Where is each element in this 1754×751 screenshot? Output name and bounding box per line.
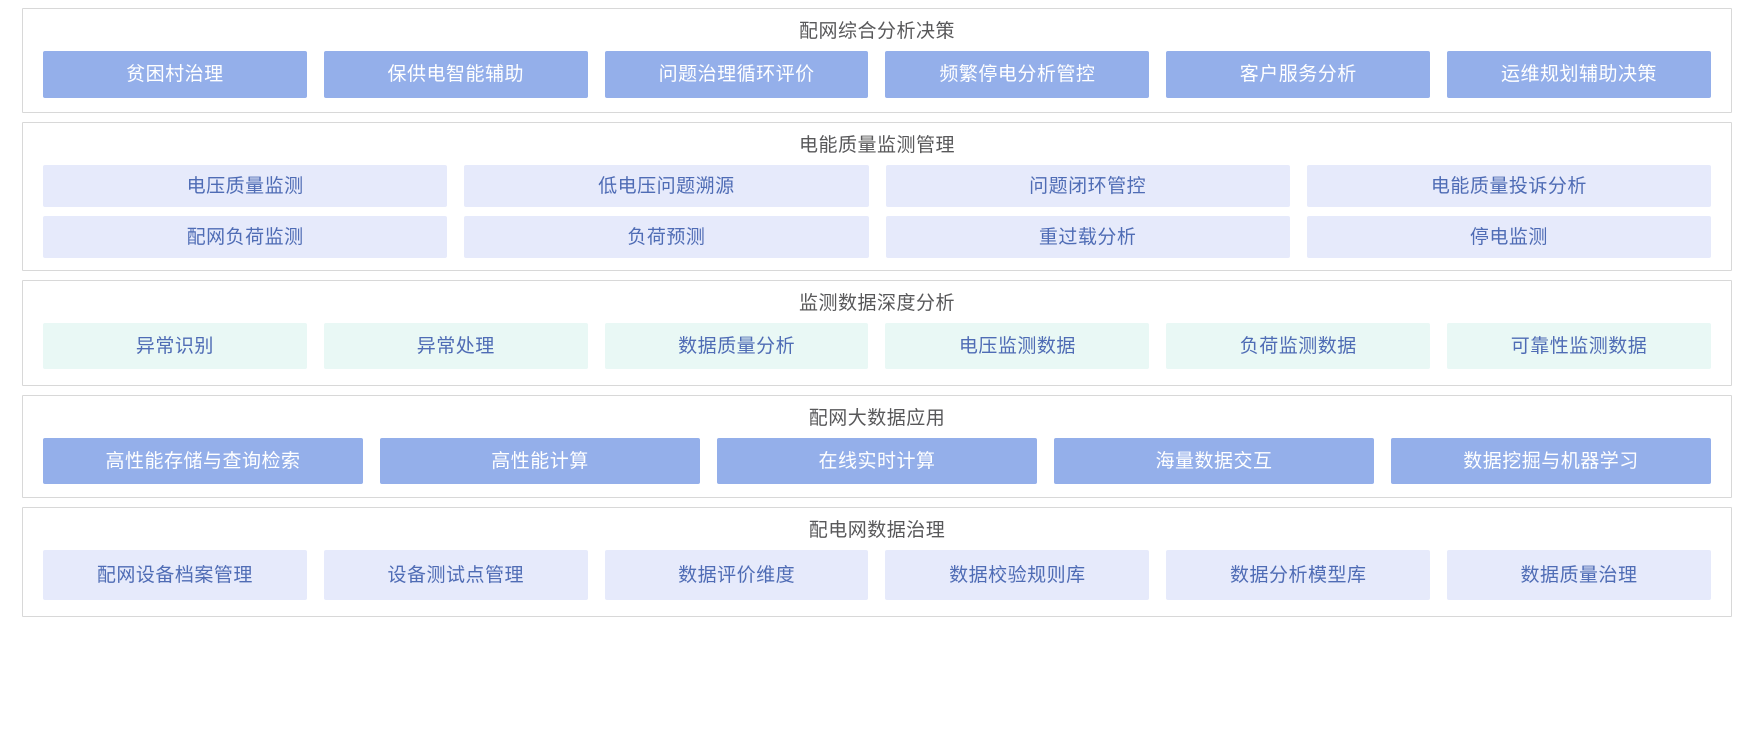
module-button[interactable]: 运维规划辅助决策 — [1447, 51, 1711, 98]
module-button[interactable]: 停电监测 — [1306, 216, 1711, 258]
module-button[interactable]: 数据挖掘与机器学习 — [1391, 438, 1711, 484]
section-title: 电能质量监测管理 — [798, 134, 955, 156]
module-button[interactable]: 问题闭环管控 — [885, 165, 1290, 207]
module-button[interactable]: 电压质量监测 — [43, 165, 448, 207]
module-button[interactable]: 保供电智能辅助 — [323, 51, 588, 98]
module-button[interactable]: 异常处理 — [323, 323, 588, 369]
section-panel: 配网综合分析决策贫困村治理保供电智能辅助问题治理循环评价频繁停电分析管控客户服务… — [22, 8, 1732, 113]
section-title: 配电网数据治理 — [808, 519, 946, 541]
module-button[interactable]: 问题治理循环评价 — [604, 51, 869, 98]
module-button[interactable]: 客户服务分析 — [1166, 51, 1431, 98]
section-items-row: 电压质量监测低电压问题溯源问题闭环管控电能质量投诉分析 — [43, 165, 1711, 207]
section-panel: 配网大数据应用高性能存储与查询检索高性能计算在线实时计算海量数据交互数据挖掘与机… — [22, 395, 1732, 498]
module-button[interactable]: 高性能计算 — [380, 438, 700, 484]
module-button[interactable]: 数据校验规则库 — [885, 550, 1150, 600]
section-title: 监测数据深度分析 — [798, 292, 955, 314]
module-button[interactable]: 电压监测数据 — [885, 323, 1150, 369]
module-button[interactable]: 海量数据交互 — [1054, 438, 1374, 484]
module-button[interactable]: 频繁停电分析管控 — [885, 51, 1150, 98]
module-button[interactable]: 重过载分析 — [885, 216, 1290, 258]
section-panel: 配电网数据治理配网设备档案管理设备测试点管理数据评价维度数据校验规则库数据分析模… — [22, 507, 1732, 617]
module-button[interactable]: 负荷监测数据 — [1166, 323, 1431, 369]
section-panel: 电能质量监测管理电压质量监测低电压问题溯源问题闭环管控电能质量投诉分析配网负荷监… — [22, 122, 1732, 271]
module-button[interactable]: 高性能存储与查询检索 — [43, 438, 363, 484]
module-button[interactable]: 数据分析模型库 — [1166, 550, 1431, 600]
module-button[interactable]: 负荷预测 — [464, 216, 869, 258]
section-items-row: 配网负荷监测负荷预测重过载分析停电监测 — [43, 216, 1711, 258]
module-button[interactable]: 在线实时计算 — [717, 438, 1037, 484]
section-title: 配网大数据应用 — [808, 407, 946, 429]
section-items-row: 高性能存储与查询检索高性能计算在线实时计算海量数据交互数据挖掘与机器学习 — [43, 438, 1711, 484]
section-items-row: 贫困村治理保供电智能辅助问题治理循环评价频繁停电分析管控客户服务分析运维规划辅助… — [43, 51, 1711, 98]
module-button[interactable]: 贫困村治理 — [43, 51, 307, 98]
section-panel: 监测数据深度分析异常识别异常处理数据质量分析电压监测数据负荷监测数据可靠性监测数… — [22, 280, 1732, 386]
section-items-row: 配网设备档案管理设备测试点管理数据评价维度数据校验规则库数据分析模型库数据质量治… — [43, 550, 1711, 600]
module-button[interactable]: 可靠性监测数据 — [1447, 323, 1711, 369]
module-button[interactable]: 配网负荷监测 — [43, 216, 448, 258]
module-button[interactable]: 数据质量分析 — [604, 323, 869, 369]
module-button[interactable]: 电能质量投诉分析 — [1306, 165, 1711, 207]
module-button[interactable]: 低电压问题溯源 — [464, 165, 869, 207]
module-button[interactable]: 异常识别 — [43, 323, 307, 369]
module-button[interactable]: 数据评价维度 — [604, 550, 869, 600]
module-button[interactable]: 配网设备档案管理 — [43, 550, 307, 600]
section-title: 配网综合分析决策 — [798, 20, 955, 42]
module-button[interactable]: 设备测试点管理 — [323, 550, 588, 600]
module-button[interactable]: 数据质量治理 — [1447, 550, 1711, 600]
section-items-row: 异常识别异常处理数据质量分析电压监测数据负荷监测数据可靠性监测数据 — [43, 323, 1711, 369]
